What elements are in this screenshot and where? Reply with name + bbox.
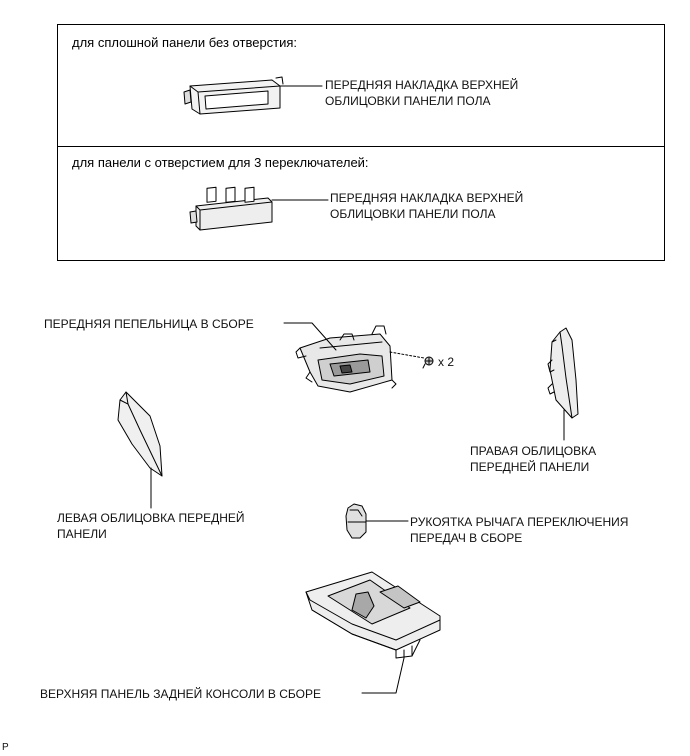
ashtray-drawing [295, 325, 397, 393]
row1-label-line2: ОБЛИЦОВКИ ПАНЕЛИ ПОЛА [325, 94, 491, 108]
screw-dashed-line [389, 351, 425, 359]
variant-table [57, 24, 665, 261]
switch-cover-panel-drawing [189, 186, 273, 231]
screw-icon [422, 356, 434, 369]
row1-label-line1: ПЕРЕДНЯЯ НАКЛАДКА ВЕРХНЕЙ [325, 78, 519, 92]
right-trim-label-line1: ПРАВАЯ ОБЛИЦОВКА [470, 444, 597, 458]
left-trim-label-line2: ПАНЕЛИ [57, 527, 107, 541]
row2-label-line2: ОБЛИЦОВКИ ПАНЕЛИ ПОЛА [330, 207, 496, 221]
ashtray-leader-line [283, 322, 337, 351]
row2-header: для панели с отверстием для 3 переключат… [72, 155, 369, 170]
shift-knob-drawing [345, 503, 367, 539]
table-row-divider [57, 146, 665, 147]
row2-label-line1: ПЕРЕДНЯЯ НАКЛАДКА ВЕРХНЕЙ [330, 191, 524, 205]
ashtray-label: ПЕРЕДНЯЯ ПЕПЕЛЬНИЦА В СБОРЕ [44, 317, 254, 331]
rear-console-label: ВЕРХНЯЯ ПАНЕЛЬ ЗАДНЕЙ КОНСОЛИ В СБОРЕ [40, 687, 321, 701]
right-trim-drawing [547, 327, 579, 419]
left-trim-label-line1: ЛЕВАЯ ОБЛИЦОВКА ПЕРЕДНЕЙ [57, 511, 245, 525]
row1-header: для сплошной панели без отверстия: [72, 35, 298, 50]
solid-cover-panel-drawing [183, 76, 284, 115]
corner-mark: P [2, 742, 9, 753]
screw-count: x 2 [438, 355, 455, 369]
left-trim-drawing [117, 391, 163, 477]
right-trim-label-line2: ПЕРЕДНЕЙ ПАНЕЛИ [470, 460, 590, 474]
shift-knob-label-line2: ПЕРЕДАЧ В СБОРЕ [410, 531, 523, 545]
rear-console-leader-line [361, 657, 405, 694]
rear-console-drawing [305, 571, 441, 659]
shift-knob-label-line1: РУКОЯТКА РЫЧАГА ПЕРЕКЛЮЧЕНИЯ [410, 515, 629, 529]
